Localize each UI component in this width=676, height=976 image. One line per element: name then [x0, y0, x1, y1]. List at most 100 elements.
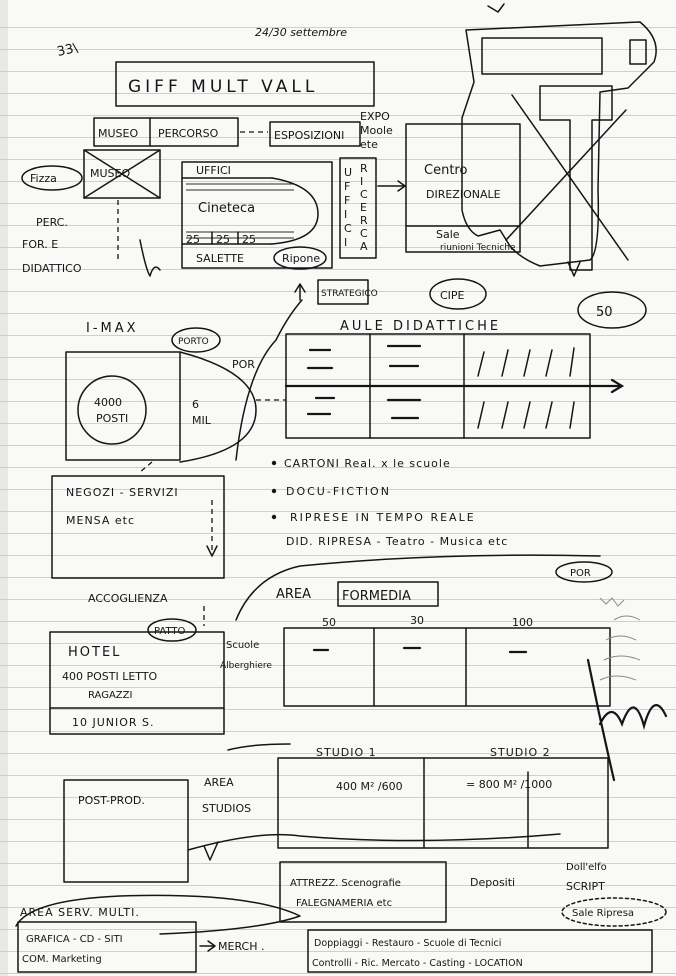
scan-edge	[0, 0, 8, 976]
num-1: 25	[186, 233, 200, 246]
site-map-block	[629, 39, 647, 65]
svg-text:E: E	[360, 201, 367, 214]
formedia-col-2: 30	[410, 614, 424, 627]
fifty-ellipse	[577, 291, 647, 329]
num-2: 25	[216, 233, 230, 246]
grafica-line-2: COM. Marketing	[22, 954, 102, 965]
accoglienza-label: ACCOGLIENZA	[88, 592, 168, 605]
scuole-line-1: Scuole	[226, 640, 259, 651]
area-label: AREA	[276, 587, 311, 602]
ricerca-box	[339, 157, 377, 259]
site-map-outline	[461, 21, 657, 267]
salette-label: SALETTE	[196, 252, 244, 265]
bullet-4: DID. RIPRESA - Teatro - Musica etc	[286, 535, 508, 548]
script-line-1: Doll'elfo	[566, 862, 607, 873]
svg-text:F: F	[344, 194, 350, 207]
hotel-title: HOTEL	[68, 645, 121, 660]
grafica-box	[17, 921, 197, 973]
museo-label: MUSEO	[90, 167, 130, 180]
servizi-title: AREA SERV. MULTI.	[20, 906, 140, 919]
expo-line-3: ete	[360, 138, 378, 151]
date-note: 24/30 settembre	[255, 26, 347, 39]
studio-1-size: 400 M² /600	[336, 780, 403, 793]
six-line-2: MIL	[192, 414, 212, 427]
attrezz-line-2: FALEGNAMERIA etc	[296, 898, 392, 909]
formedia-por-label: POR	[570, 568, 591, 579]
bullet-1: CARTONI Real. x le scuole	[284, 457, 451, 470]
svg-text:R: R	[360, 214, 368, 227]
patto-ellipse	[147, 618, 197, 642]
site-map-cross-a	[511, 94, 629, 261]
studio-2-label: STUDIO 2	[490, 746, 551, 759]
negozi-line-1: NEGOZI - SERVIZI	[66, 486, 179, 499]
studios-wave-line	[187, 833, 561, 851]
perc-line-2: FOR. E	[22, 238, 58, 251]
posti-line-1: 4000	[94, 396, 122, 409]
strategico-box	[317, 279, 369, 305]
servizi-curve	[15, 894, 301, 935]
services-box	[307, 929, 653, 973]
formedia-curve	[235, 554, 601, 621]
sale-line-2: riunioni Tecniche	[440, 243, 516, 253]
uffici-label: UFFICI	[196, 164, 231, 177]
juniors-label: 10 JUNIOR S.	[72, 716, 155, 729]
site-map-building	[481, 37, 603, 75]
formedia-desks	[312, 646, 528, 654]
centro-line-1: Centro	[424, 163, 467, 178]
num-3: 25	[242, 233, 256, 246]
formedia-grid	[283, 627, 611, 707]
patto-label: PATTO	[154, 626, 185, 637]
title-box	[115, 61, 375, 107]
page-title: GIFF MULT VALL	[128, 77, 318, 97]
signature-mark	[586, 658, 668, 782]
esposizioni-label: ESPOSIZIONI	[274, 129, 344, 142]
svg-text:I: I	[360, 175, 363, 188]
expo-line-2: Moole	[360, 124, 393, 137]
bullet-list: CARTONI Real. x le scuole DOCU-FICTION R…	[271, 457, 508, 548]
hotel-line-3: RAGAZZI	[88, 690, 132, 701]
esposizioni-box	[269, 121, 361, 147]
cineteca-label: Cineteca	[198, 201, 255, 216]
svg-text:I: I	[344, 236, 347, 249]
museo-percorso-box	[93, 117, 239, 147]
museo-box	[83, 149, 161, 199]
negozi-arrowhead	[206, 545, 218, 557]
studios-box	[277, 757, 609, 849]
expo-line-1: EXPO	[360, 110, 390, 123]
uffici-block	[181, 161, 333, 269]
ricerca-vertical: R I C E R C A	[360, 162, 368, 253]
area-studios-1: AREA	[204, 776, 234, 789]
cineteca-lines	[186, 183, 294, 239]
fifty-label: 50	[596, 305, 613, 320]
studios-curve	[227, 743, 291, 751]
post-prod-box	[63, 779, 189, 883]
uffici-vertical: U F F I C I	[344, 166, 352, 249]
curve-to-strategico	[235, 299, 303, 461]
merch-label: MERCH .	[218, 940, 264, 953]
studio-1-label: STUDIO 1	[316, 746, 377, 759]
attrezz-box	[279, 861, 447, 923]
merch-arrowhead	[207, 940, 216, 952]
ripone-label: Ripone	[282, 252, 320, 265]
studio-2-size: = 800 M² /1000	[466, 778, 552, 791]
porto-ellipse	[171, 327, 221, 353]
formedia-col-1: 50	[322, 616, 336, 629]
svg-text:C: C	[360, 188, 368, 201]
negozi-dash-in	[139, 461, 153, 473]
svg-text:F: F	[344, 180, 350, 193]
studios-check	[203, 841, 219, 861]
centro-box	[405, 123, 521, 253]
scuole-line-2: Alberghiere	[220, 661, 272, 671]
museo-top-label: MUSEO	[98, 127, 138, 140]
grafica-line-1: GRAFICA - CD - SITI	[26, 934, 123, 945]
bullet-3: RIPRESE IN TEMPO REALE	[290, 511, 476, 524]
page-number: 33\	[56, 41, 80, 60]
site-map-tower	[539, 85, 613, 271]
fizza-label: Fizza	[30, 172, 57, 185]
services-line-1: Doppiaggi - Restauro - Scuole di Tecnici	[314, 938, 501, 949]
ricerca-arrowhead	[397, 180, 406, 192]
formedia-label: FORMEDIA	[342, 589, 411, 604]
imax-box	[65, 351, 181, 461]
hotel-line-2: 400 POSTI LETTO	[62, 670, 158, 683]
